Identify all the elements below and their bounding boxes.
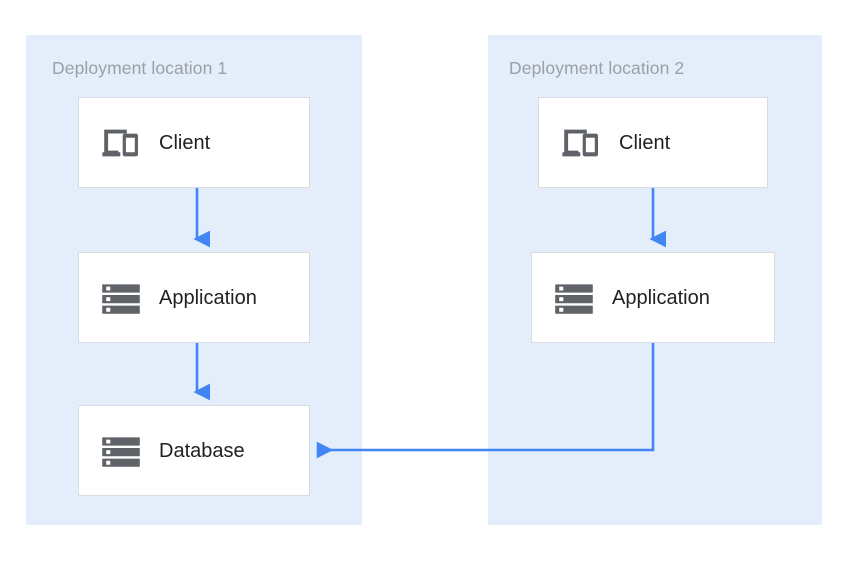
zone-label-deployment-location-2: Deployment location 2: [509, 58, 685, 78]
node-label-application-2: Application: [612, 286, 710, 309]
node-label-database-1: Database: [159, 439, 245, 462]
server-icon: [102, 436, 140, 467]
devices-icon: [562, 129, 598, 156]
node-label-client-1: Client: [159, 131, 211, 154]
node-application-1[interactable]: Application: [78, 252, 310, 343]
devices-icon: [102, 129, 138, 156]
zone-label-deployment-location-1: Deployment location 1: [52, 58, 228, 78]
node-client-2[interactable]: Client: [538, 97, 768, 188]
node-label-client-2: Client: [619, 131, 671, 154]
server-icon: [102, 283, 140, 314]
node-application-2[interactable]: Application: [531, 252, 775, 343]
node-label-application-1: Application: [159, 286, 257, 309]
server-icon: [555, 283, 593, 314]
node-database-1[interactable]: Database: [78, 405, 310, 496]
node-client-1[interactable]: Client: [78, 97, 310, 188]
